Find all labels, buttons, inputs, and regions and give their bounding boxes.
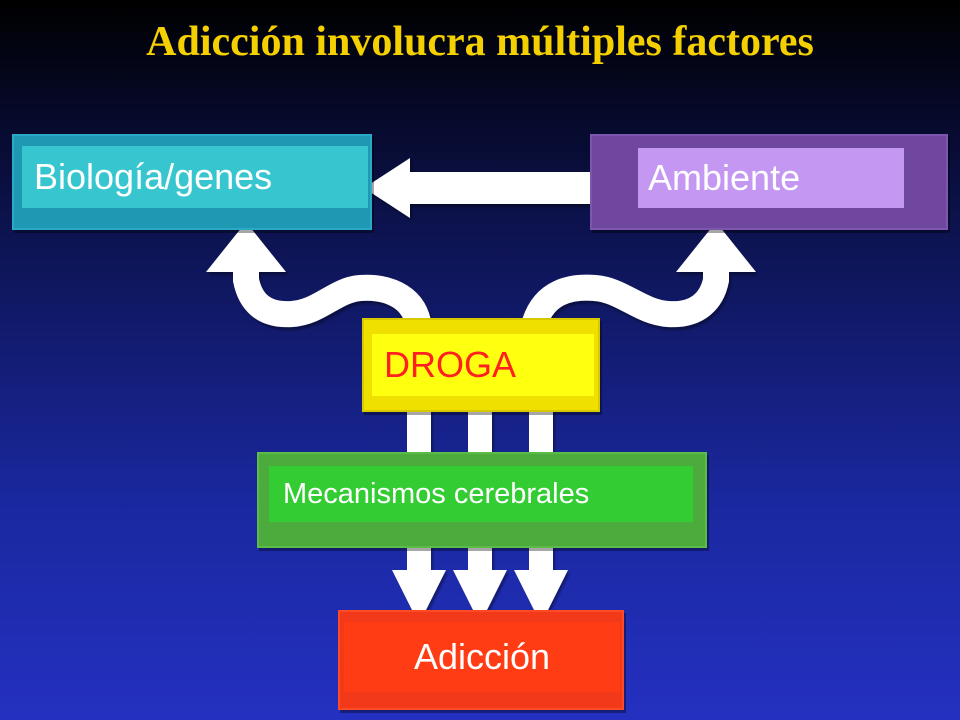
node-droga: DROGA [362,318,600,412]
node-biologia-label: Biología/genes [34,156,273,197]
arrows-mecanismos-to-adiccion [392,546,568,624]
node-ambiente-label: Ambiente [648,157,801,198]
node-adiccion: Adicción [338,610,624,710]
wave-arrow-to-ambiente [522,222,756,328]
node-mecanismos: Mecanismos cerebrales [257,452,707,548]
node-ambiente: Ambiente [590,134,948,230]
node-biologia: Biología/genes [12,134,372,230]
double-arrow-bio-ambiente [364,158,636,218]
shafts-droga-to-mecanismos [407,410,553,454]
slide-title: Adicción involucra múltiples factores [146,19,814,65]
node-droga-label: DROGA [384,344,517,385]
node-adiccion-label: Adicción [413,636,551,677]
node-mecanismos-label: Mecanismos cerebrales [283,477,590,510]
wave-arrow-to-biologia [206,222,431,328]
